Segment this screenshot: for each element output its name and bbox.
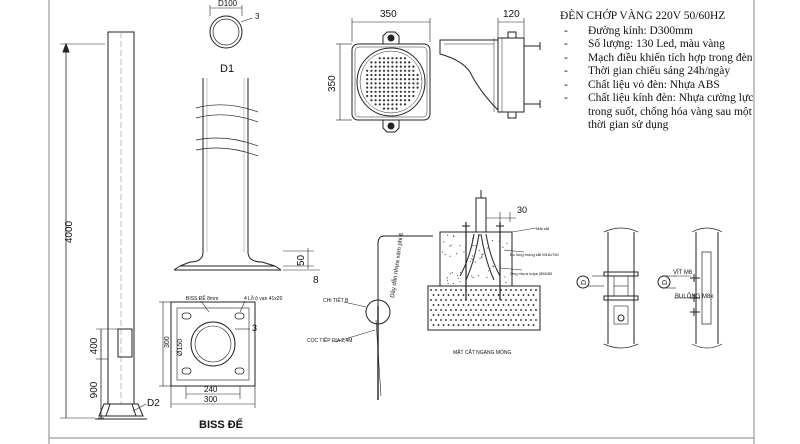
detail-marker-a-label: D (581, 280, 588, 285)
pipe-elevation (173, 78, 320, 271)
spec-item: Mạch điều khiển tích hợp trong đèn (560, 52, 756, 66)
spec-item: Thời gian chiếu sáng 24h/ngày (560, 65, 756, 79)
bracket-side-detail (657, 227, 723, 349)
foundation-plinth (439, 231, 513, 287)
pipe-section-label: D1 (220, 63, 234, 75)
lamp-side-view (439, 18, 541, 119)
anchor-bolt-note: Bu lông móng sắt M16x750 (510, 252, 559, 257)
pole-lower-dim-label: 900 (89, 381, 100, 398)
base-inner-dim-label: 240 (204, 385, 218, 394)
lamp-housing (351, 43, 431, 121)
pipe-section (209, 5, 253, 49)
base-plate-hole (190, 321, 236, 367)
spec-title: ĐÈN CHỚP VÀNG 220V 50/60HZ (560, 10, 726, 22)
bracket-front-detail (576, 227, 639, 349)
ground-rod-label: CỌC TIẾP ĐỊA 2,4M (307, 337, 352, 344)
lamp-height-label: 350 (327, 75, 338, 92)
detail-b-label: CHI TIẾT B (323, 297, 349, 304)
lamp-top-bracket (382, 31, 400, 44)
bolt-label: BULÔNG M8x (675, 293, 713, 300)
base-plate-outer (170, 301, 256, 387)
foundation-section (427, 190, 541, 331)
base-plate-note: BISS ĐẾ 8mm (186, 295, 218, 302)
base-plate-view (159, 300, 256, 408)
spec-item: Số lượng: 130 Led, màu vàng (560, 38, 756, 52)
spec-item: Chất liệu kính đèn: Nhựa cường lực trong… (560, 92, 756, 133)
bracket-plate (701, 251, 712, 325)
pole-mount-box (117, 328, 133, 358)
pole-height-label: 4000 (64, 220, 75, 243)
flange-height-label: 50 (296, 254, 307, 266)
conduit-note: Ống nhựa hdpe Ø65/50 (510, 271, 553, 276)
lamp-visor (439, 39, 499, 112)
bolt-dim-label: 30 (517, 205, 527, 215)
spec-item: Đường kính: D300mm (560, 25, 756, 39)
pole-elevation (60, 31, 147, 420)
conduit-left (459, 233, 475, 277)
ground-cable-label: Dây dẫn nhựa xám phi 6 (389, 232, 405, 299)
screw-label: VÍT M6 (673, 269, 693, 276)
pipe-section-circle (209, 15, 243, 49)
base-plate-title: BISS ĐẾ (199, 418, 243, 431)
ground-wire-detail (334, 235, 433, 400)
lamp-depth-label: 120 (503, 9, 520, 20)
detail-marker-a (576, 275, 590, 289)
base-hole-note: 4 Lỗ ộ vạn 41x20 (244, 295, 283, 302)
lamp-led-grid (366, 57, 419, 110)
detail-marker-b (657, 275, 671, 289)
bracket-clamp-bottom (603, 295, 639, 301)
pipe-thickness-label: 3 (255, 12, 260, 21)
pipe-diameter-label: D100 (218, 0, 238, 8)
lamp-lens (356, 47, 426, 117)
foundation-slab (427, 285, 541, 331)
pole-mid-dim-label: 400 (89, 337, 100, 354)
base-side-dim-label: 300 (164, 336, 171, 348)
ground-cable (377, 235, 433, 306)
lamp-width-label: 350 (380, 9, 397, 20)
specification-block: ĐÈN CHỚP VÀNG 220V 50/60HZ Đường kính: D… (560, 10, 756, 133)
lamp-bottom-bracket (382, 120, 400, 133)
lamp-front-view (336, 18, 431, 133)
detail-marker-b-label: D (662, 280, 669, 285)
pipe-flange (179, 251, 276, 267)
base-hole-dim-label: Ø150 (177, 339, 184, 356)
spec-list: Đường kính: D300mm Số lượng: 130 Led, mà… (560, 25, 756, 133)
base-thickness-label: 3 (252, 323, 257, 333)
foundation-section-label: MẶT CẮT NGANG MÓNG (453, 348, 512, 356)
base-outer-dim-label: 300 (204, 395, 218, 404)
base-leader (132, 403, 147, 412)
flange-thickness-label: 8 (313, 275, 319, 286)
spec-item: Chất liệu vỏ đèn: Nhựa ABS (560, 79, 756, 93)
top-surface-note: Mặt sắt (536, 226, 550, 231)
pole-base-label: D2 (147, 398, 160, 409)
pole-base-flange (98, 403, 144, 417)
bracket-clamp-top (603, 271, 639, 277)
foundation-hatch (430, 234, 537, 326)
